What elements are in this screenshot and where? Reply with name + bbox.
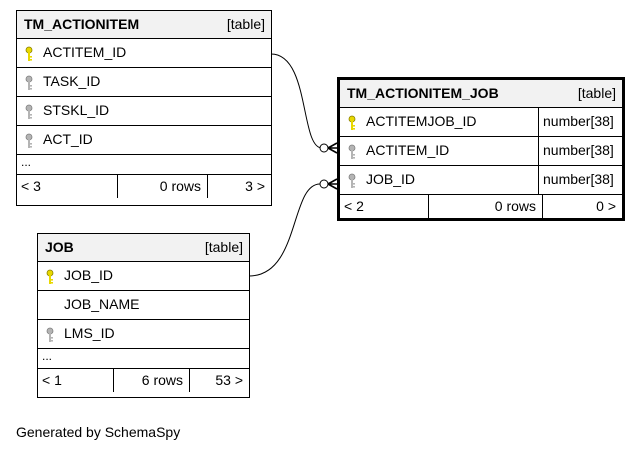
generator-credit: Generated by SchemaSpy xyxy=(16,424,181,440)
column-name: ACT_ID xyxy=(43,131,93,147)
table-header: JOB [table] xyxy=(38,234,249,262)
column-name: TASK_ID xyxy=(43,73,101,89)
relationship-optional-marker xyxy=(319,143,329,153)
column-name: JOB_ID xyxy=(64,267,114,283)
foreign-key-icon xyxy=(25,104,33,119)
row-count: 0 rows xyxy=(428,195,542,218)
parent-count: < 3 xyxy=(21,178,41,194)
parent-count: < 1 xyxy=(42,372,62,388)
relationship-crowfoot xyxy=(327,142,338,154)
table-name: JOB xyxy=(45,239,74,255)
table-footer: < 3 0 rows 3 > xyxy=(17,175,271,198)
table-tm-actionitem-job[interactable]: TM_ACTIONITEM_JOB [table] ACTITEMJOB_ID … xyxy=(337,77,625,221)
foreign-key-icon xyxy=(25,133,33,148)
column-name: STSKL_ID xyxy=(43,102,110,118)
more-columns-row: ... xyxy=(17,155,271,175)
table-header: TM_ACTIONITEM_JOB [table] xyxy=(340,80,622,108)
table-header: TM_ACTIONITEM [table] xyxy=(17,11,271,39)
relationship-actitem-to-actionitem-job xyxy=(270,53,323,149)
foreign-key-icon xyxy=(348,173,356,188)
column-name: JOB_ID xyxy=(366,171,416,187)
relationship-job-to-actionitem-job xyxy=(248,183,321,277)
more-columns-row: ... xyxy=(38,349,249,369)
column-row[interactable]: ACTITEM_ID number[38] xyxy=(340,137,622,166)
column-row[interactable]: LMS_ID xyxy=(38,320,249,349)
column-type: number[38] xyxy=(538,108,622,136)
column-name: LMS_ID xyxy=(64,325,115,341)
column-row[interactable]: JOB_ID xyxy=(38,262,249,291)
primary-key-icon xyxy=(348,115,356,130)
ellipsis: ... xyxy=(42,349,53,363)
column-name: JOB_NAME xyxy=(64,296,140,312)
row-count: 0 rows xyxy=(117,175,207,198)
relationship-crowfoot xyxy=(327,178,338,190)
child-count: 53 > xyxy=(189,369,249,392)
table-tm-actionitem[interactable]: TM_ACTIONITEM [table] ACTITEM_ID TASK_ID… xyxy=(16,10,272,206)
column-name: ACTITEMJOB_ID xyxy=(366,113,477,129)
child-count: 3 > xyxy=(207,175,271,198)
table-footer: < 1 6 rows 53 > xyxy=(38,369,249,392)
column-row[interactable]: STSKL_ID xyxy=(17,97,271,126)
table-name: TM_ACTIONITEM_JOB xyxy=(347,85,499,101)
ellipsis: ... xyxy=(21,155,32,169)
column-name: ACTITEM_ID xyxy=(366,142,450,158)
column-row[interactable]: ACTITEM_ID xyxy=(17,39,271,68)
table-name: TM_ACTIONITEM xyxy=(24,16,140,32)
column-row[interactable]: JOB_NAME xyxy=(38,291,249,320)
primary-key-icon xyxy=(25,46,33,61)
column-type: number[38] xyxy=(538,166,622,194)
table-kind: [table] xyxy=(204,239,243,255)
row-count: 6 rows xyxy=(113,369,189,392)
foreign-key-icon xyxy=(348,144,356,159)
relationship-optional-marker xyxy=(319,179,329,189)
parent-count: < 2 xyxy=(344,198,364,214)
table-kind: [table] xyxy=(577,85,616,101)
column-row[interactable]: ACTITEMJOB_ID number[38] xyxy=(340,108,622,137)
column-row[interactable]: ACT_ID xyxy=(17,126,271,155)
foreign-key-icon xyxy=(25,75,33,90)
column-row[interactable]: JOB_ID number[38] xyxy=(340,166,622,195)
column-type: number[38] xyxy=(538,137,622,165)
child-count: 0 > xyxy=(542,195,622,218)
column-row[interactable]: TASK_ID xyxy=(17,68,271,97)
table-job[interactable]: JOB [table] JOB_ID JOB_NAME LMS_ID ... <… xyxy=(37,233,250,398)
table-kind: [table] xyxy=(226,16,265,32)
table-footer: < 2 0 rows 0 > xyxy=(340,195,622,218)
column-name: ACTITEM_ID xyxy=(43,44,127,60)
foreign-key-icon xyxy=(46,327,54,342)
primary-key-icon xyxy=(46,269,54,284)
